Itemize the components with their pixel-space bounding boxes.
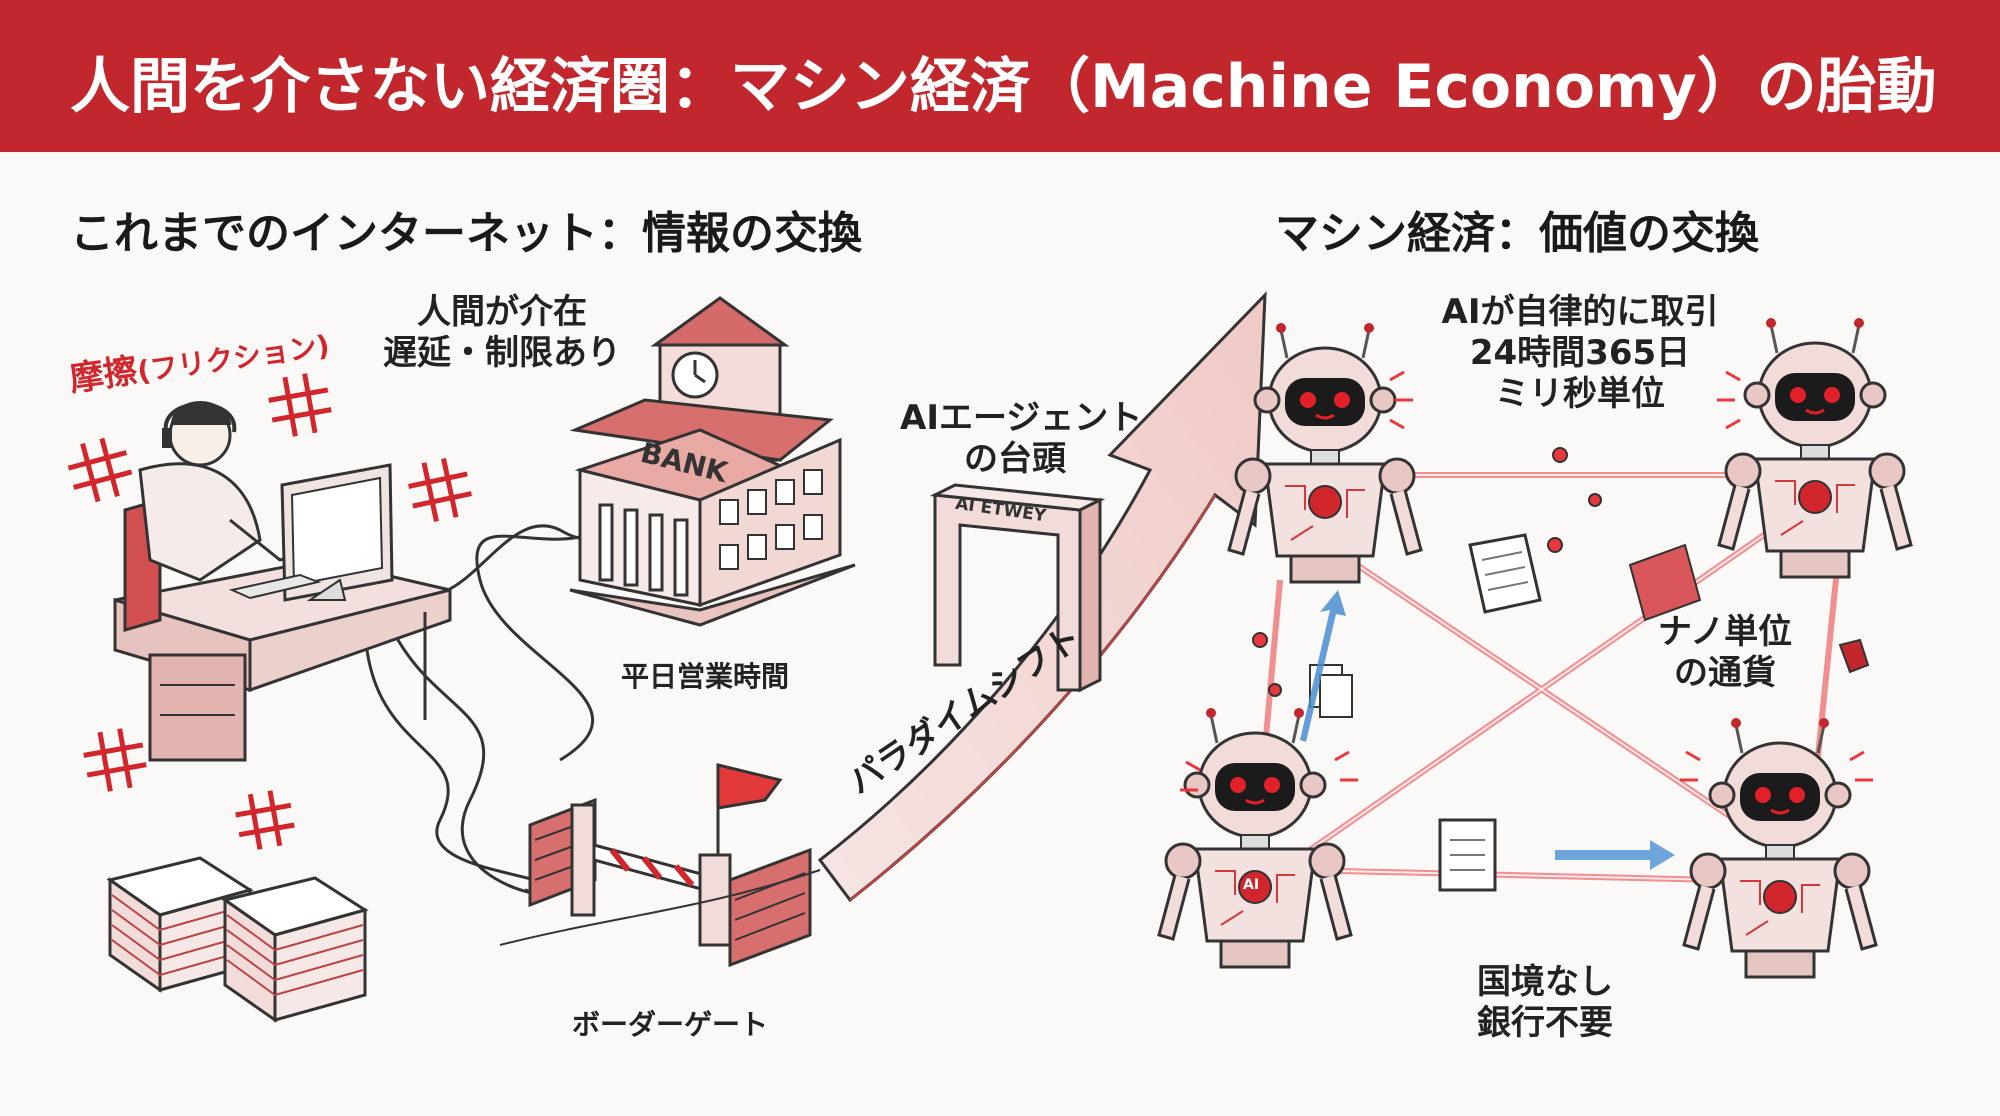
paradigm-shift-arrow bbox=[817, 291, 1267, 903]
borderless-line-2: 銀行不要 bbox=[1477, 1002, 1613, 1043]
borderless-note: 国境なし 銀行不要 bbox=[1445, 962, 1645, 1044]
friction-marks bbox=[67, 373, 472, 850]
human-intervention-note: 人間が介在 遅延・制限あり bbox=[372, 292, 632, 374]
document-icon bbox=[1468, 533, 1542, 614]
robot-agent-bottom-right bbox=[1682, 716, 1878, 979]
border-gate-label: ボーダーゲート bbox=[571, 1008, 768, 1041]
right-section-heading: マシン経済：価値の交換 bbox=[1275, 208, 1759, 259]
document-icon bbox=[1438, 818, 1497, 892]
robot-chest-ai: AI bbox=[1243, 877, 1260, 893]
page-title: 人間を介さない経済圏：マシン経済（Machine Economy）の胎動 bbox=[70, 52, 1937, 122]
autonomous-trading-note: AIが自律的に取引 24時間365日 ミリ秒単位 bbox=[1415, 292, 1745, 414]
left-section-heading: これまでのインターネット：情報の交換 bbox=[70, 208, 862, 259]
transfer-arrow-icon bbox=[1555, 840, 1675, 870]
autonomous-line-2: 24時間365日 bbox=[1469, 332, 1691, 373]
ai-agents-rise-label: AIエージェント の台頭 bbox=[900, 398, 1143, 480]
ai-agents-line-1: AIエージェント bbox=[900, 398, 1143, 438]
robot-agent-top-right bbox=[1717, 316, 1913, 579]
autonomous-line-1: AIが自律的に取引 bbox=[1441, 292, 1719, 332]
paper-stacks-illustration bbox=[106, 856, 369, 1023]
upload-arrow-icon bbox=[1300, 590, 1346, 742]
bank-building-illustration bbox=[569, 296, 856, 627]
human-note-line-2: 遅延・制限あり bbox=[383, 332, 621, 373]
ai-agents-line-2: の台頭 bbox=[964, 438, 1066, 479]
nano-currency-note: ナノ単位 の通貨 bbox=[1645, 612, 1805, 694]
borderless-line-1: 国境なし bbox=[1477, 962, 1613, 1002]
border-gate-illustration bbox=[499, 763, 821, 968]
nano-line-1: ナノ単位 bbox=[1657, 612, 1793, 652]
ai-gateway-arch bbox=[929, 483, 1106, 693]
nano-token-icon bbox=[1838, 638, 1870, 674]
cable-to-gate bbox=[378, 599, 533, 894]
nano-line-2: の通貨 bbox=[1674, 652, 1776, 693]
bank-hours-label: 平日営業時間 bbox=[620, 660, 789, 693]
nano-token-icon bbox=[1628, 543, 1702, 622]
title-banner: 人間を介さない経済圏：マシン経済（Machine Economy）の胎動 bbox=[0, 0, 2000, 152]
human-note-line-1: 人間が介在 bbox=[417, 292, 587, 332]
activity-marks bbox=[1180, 370, 1873, 792]
robot-agent-bottom-left bbox=[1157, 706, 1353, 969]
person-at-desk-illustration bbox=[113, 401, 452, 762]
autonomous-line-3: ミリ秒単位 bbox=[1495, 373, 1665, 414]
